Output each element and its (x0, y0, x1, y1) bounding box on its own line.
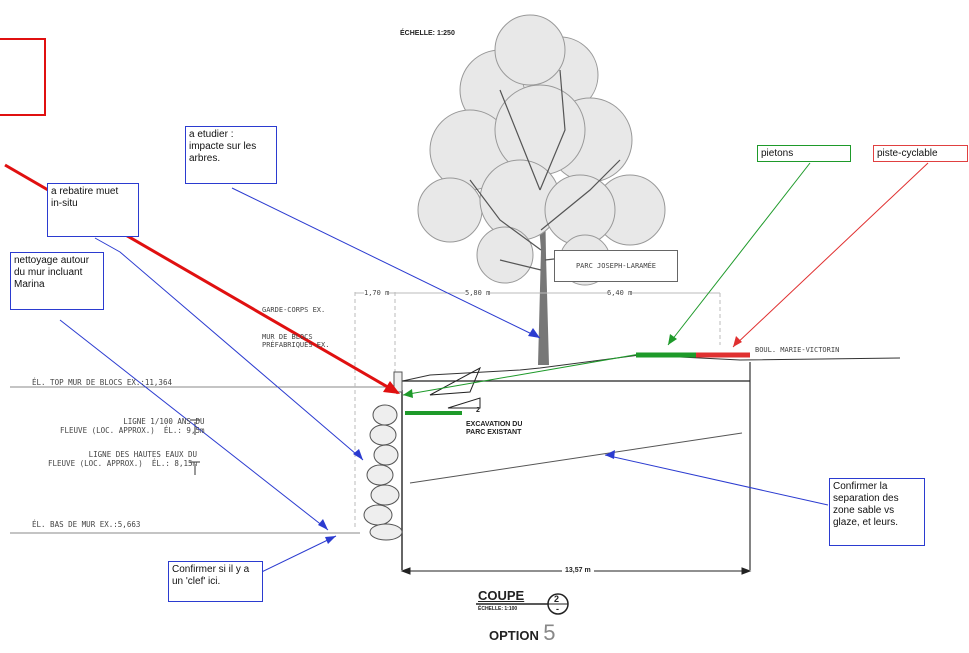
label-el-top: ÉL. TOP MUR DE BLOCS EX.:11,364 (32, 378, 172, 387)
title-callout (476, 593, 569, 615)
arrowheads (318, 328, 742, 544)
dim-2: 5,80 m (465, 289, 491, 297)
label-mur-blocs: MUR DE BLOCS PRÉFABRIQUÉS EX. (262, 333, 330, 349)
dim-3: 6,40 m (607, 289, 633, 297)
comment-nettoyage[interactable]: nettoyage autour du mur incluant Marina (10, 252, 104, 310)
title-option: OPTION 5 (489, 620, 556, 646)
label-boul: BOUL. MARIE-VICTORIN (755, 346, 840, 354)
tree (417, 14, 666, 365)
title-num-top: 2 (554, 594, 560, 604)
label-slope: 2 (476, 407, 480, 414)
label-el-bas: ÉL. BAS DE MUR EX.:5,663 (32, 520, 141, 529)
title-echelle: ÉCHELLE: 1:100 (478, 606, 518, 612)
dim-total: 13,57 m (562, 567, 594, 575)
title-option-number: 5 (543, 620, 556, 645)
dim-1: 1,70 m (364, 289, 390, 297)
comment-rebatire[interactable]: a rebatire muet in-situ (47, 183, 139, 237)
header-scale: ÉCHELLE: 1:250 (400, 30, 455, 37)
comment-impacte-arbres[interactable]: a etudier : impacte sur les arbres. (185, 126, 277, 184)
ground-profile (10, 292, 901, 572)
title-num-bottom: - (556, 604, 559, 614)
label-ligne-hautes: LIGNE DES HAUTES EAUX DU FLEUVE (LOC. AP… (48, 450, 198, 468)
label-garde-corps: GARDE-CORPS EX. (262, 306, 326, 314)
label-ligne-100: LIGNE 1/100 ANS DU FLEUVE (LOC. APPROX.)… (60, 417, 205, 435)
label-excavation: EXCAVATION DU PARC EXISTANT (466, 421, 523, 436)
comment-confirmer-separation[interactable]: Confirmer la separation des zone sable v… (829, 478, 925, 546)
title-coupe: COUPE (478, 588, 525, 603)
title-option-word: OPTION (489, 628, 539, 643)
block-wall (363, 371, 403, 541)
comment-pietons[interactable]: pietons (757, 145, 851, 162)
empty-comment-box[interactable] (0, 38, 46, 116)
comment-confirmer-clef[interactable]: Confirmer si il y a un 'clef' ici. (168, 561, 263, 602)
label-parc: PARC JOSEPH-LARAMÉE (554, 250, 678, 282)
comment-piste-cyclable[interactable]: piste-cyclable (873, 145, 968, 162)
